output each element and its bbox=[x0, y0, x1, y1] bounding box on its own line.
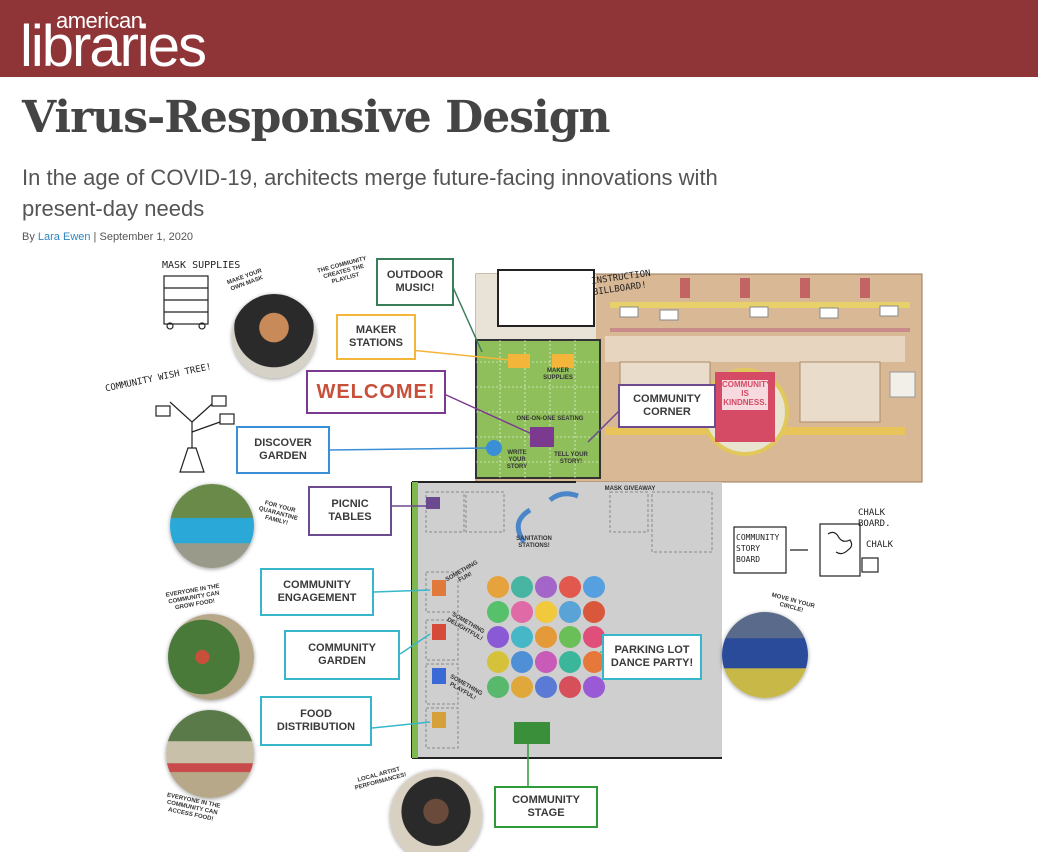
label-discover-garden: DISCOVER GARDEN bbox=[236, 426, 330, 474]
byline-prefix: By bbox=[22, 231, 38, 243]
note-mask-giveaway: MASK GIVEAWAY bbox=[604, 486, 656, 492]
dance-circles bbox=[487, 576, 605, 698]
note-one-on-one-seating: ONE-ON-ONE SEATING bbox=[516, 416, 584, 422]
label-community-garden: COMMUNITY GARDEN bbox=[284, 630, 400, 680]
instruction-billboard bbox=[497, 269, 595, 327]
stage-platform bbox=[514, 722, 550, 744]
note-chalk: CHALK bbox=[866, 540, 894, 550]
note-mask-supplies: MASK SUPPLIES bbox=[162, 260, 241, 271]
garden-photo bbox=[168, 614, 254, 700]
site-plan-figure: OUTDOOR MUSIC! MAKER STATIONS WELCOME! D… bbox=[100, 252, 938, 852]
note-write-your-story: WRITE YOUR STORY bbox=[506, 450, 528, 470]
byline-separator: | bbox=[90, 231, 100, 243]
picnic-photo bbox=[170, 484, 254, 568]
dance-photo bbox=[722, 612, 808, 698]
label-community-stage: COMMUNITY STAGE bbox=[494, 786, 598, 828]
article-date: September 1, 2020 bbox=[99, 231, 194, 243]
mask-photo bbox=[232, 294, 316, 378]
note-sanitation-stations: SANITATION STATIONS! bbox=[516, 536, 552, 549]
artist-photo bbox=[390, 770, 482, 852]
label-maker-stations: MAKER STATIONS bbox=[336, 314, 416, 360]
note-tell-your-story: TELL YOUR STORY! bbox=[554, 452, 588, 465]
label-parking-lot-dance-party: PARKING LOT DANCE PARTY! bbox=[602, 634, 702, 680]
parking-stalls bbox=[425, 491, 713, 749]
food-photo bbox=[166, 710, 254, 798]
label-community-corner: COMMUNITY CORNER bbox=[618, 384, 716, 428]
label-picnic-tables: PICNIC TABLES bbox=[308, 486, 392, 536]
site-plan-drawing bbox=[155, 269, 923, 786]
note-maker-supplies: MAKER SUPPLIES bbox=[543, 368, 573, 381]
mask-supplies-sketch bbox=[163, 275, 209, 330]
author-link[interactable]: Lara Ewen bbox=[37, 231, 91, 243]
label-food-distribution: FOOD DISTRIBUTION bbox=[260, 696, 372, 746]
wish-tree-sketch bbox=[155, 395, 235, 473]
note-community-story-board: COMMUNITY STORY BOARD bbox=[736, 533, 780, 564]
masthead: american libraries bbox=[0, 0, 1038, 79]
note-chalk-board: CHALK BOARD. bbox=[858, 508, 891, 529]
label-community-engagement: COMMUNITY ENGAGEMENT bbox=[260, 568, 374, 616]
article-headline: Virus-Responsive Design bbox=[22, 92, 610, 143]
byline: By Lara Ewen | September 1, 2020 bbox=[22, 231, 193, 243]
note-community-is-kindness: COMMUNITY IS KINDNESS. bbox=[722, 380, 772, 407]
logo-top-text: american bbox=[56, 8, 143, 33]
article-dek: In the age of COVID-19, architects merge… bbox=[22, 165, 718, 221]
label-outdoor-music: OUTDOOR MUSIC! bbox=[376, 258, 454, 306]
label-welcome: WELCOME! bbox=[306, 370, 446, 414]
logo-main-text: libraries bbox=[20, 14, 207, 79]
chalkboard-sketch bbox=[733, 523, 879, 577]
